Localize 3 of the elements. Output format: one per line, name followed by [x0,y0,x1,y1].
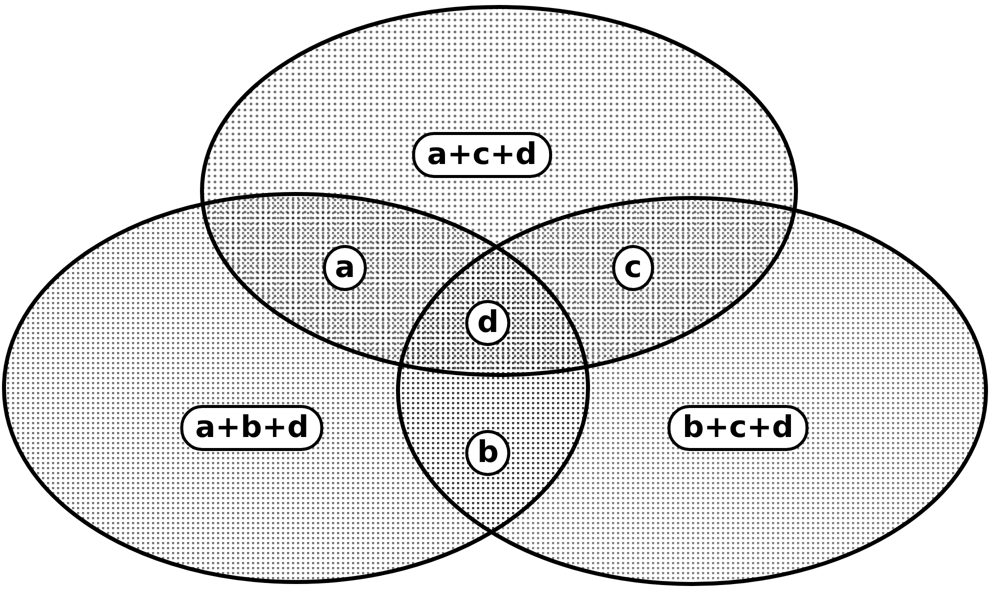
set-label: a+c+d [412,132,552,178]
set-label: b+c+d [668,405,808,451]
set-label: a+b+d [180,405,324,451]
